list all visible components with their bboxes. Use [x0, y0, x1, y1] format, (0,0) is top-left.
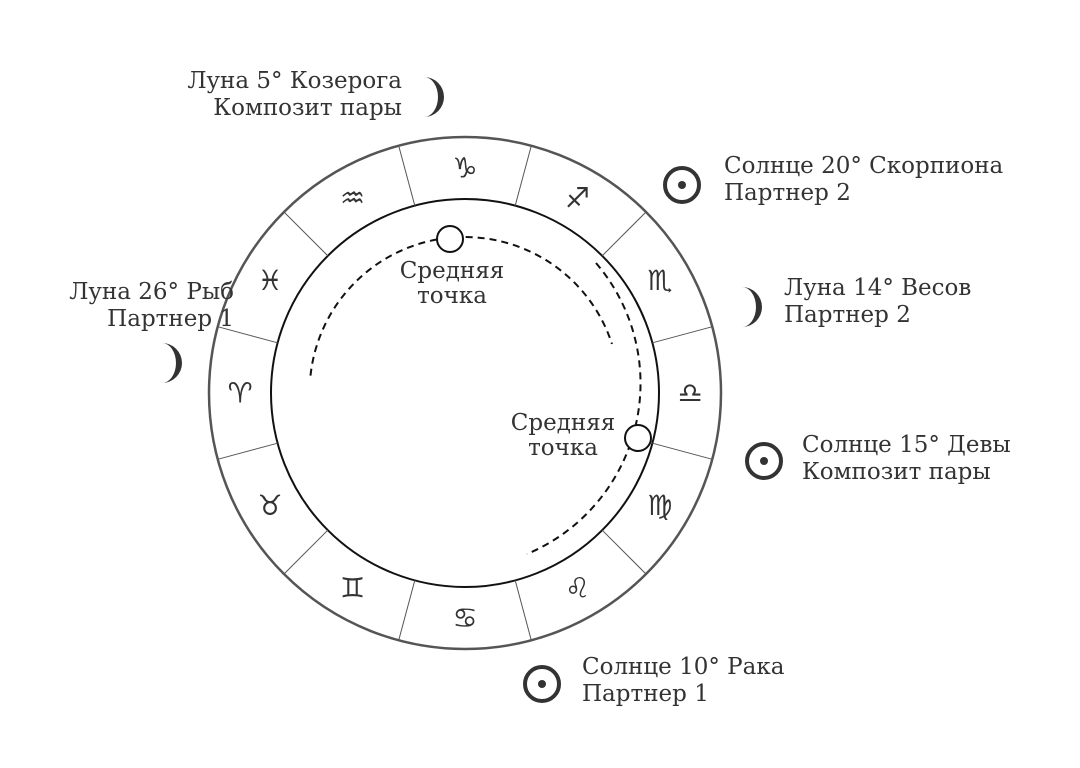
sun-icon — [523, 665, 561, 703]
sign-divider — [398, 580, 416, 641]
planet-label-sun-composite: Солнце 15° Девы Композит пары — [802, 432, 1011, 485]
sign-divider — [398, 145, 416, 206]
planet-label-sun-partner1: Солнце 10° Рака Партнер 1 — [582, 654, 785, 707]
sign-glyph-taurus: ♉︎ — [258, 489, 283, 522]
sign-glyph-capricorn: ♑︎ — [452, 152, 477, 185]
sign-dividers — [217, 145, 713, 641]
midpoint-label-suns: Средняя точка — [510, 410, 616, 461]
sign-divider — [601, 211, 647, 257]
moon-icon — [742, 287, 762, 327]
sign-divider — [217, 326, 278, 344]
sign-glyph-cancer: ♋︎ — [452, 602, 477, 635]
sign-glyph-virgo: ♍︎ — [647, 489, 672, 522]
sign-glyph-gemini: ♊︎ — [340, 571, 365, 604]
sign-glyph-aries: ♈︎ — [227, 377, 252, 410]
midpoint-arc-suns — [526, 262, 642, 555]
sign-glyph-pisces: ♓︎ — [258, 264, 283, 297]
planet-label-moon-composite: Луна 5° Козерога Композит пары — [187, 68, 402, 121]
sign-divider — [217, 442, 278, 460]
sign-divider — [514, 580, 532, 641]
sign-glyph-aquarius: ♒︎ — [340, 182, 365, 215]
sign-divider — [652, 326, 713, 344]
sign-glyph-leo: ♌︎ — [565, 571, 590, 604]
planet-label-sun-partner2: Солнце 20° Скорпиона Партнер 2 — [724, 153, 1004, 206]
sign-divider — [283, 211, 329, 257]
sun-icon — [745, 442, 783, 480]
sign-divider — [283, 529, 329, 575]
sun-icon — [663, 166, 701, 204]
sign-glyph-sagittarius: ♐︎ — [565, 182, 590, 215]
zodiac-inner-ring — [270, 198, 660, 588]
sign-divider — [514, 145, 532, 206]
moon-icon — [424, 77, 444, 117]
sign-glyphs: ♈︎ ♉︎ ♊︎ ♋︎ ♌︎ ♍︎ ♎︎ ♏︎ ♐︎ ♑︎ ♒︎ ♓︎ — [227, 152, 702, 635]
moon-icon — [162, 343, 182, 383]
sign-divider — [652, 442, 713, 460]
midpoint-marker-suns — [624, 424, 652, 452]
sign-divider — [601, 529, 647, 575]
sign-glyph-libra: ♎︎ — [677, 377, 702, 410]
sign-glyph-scorpio: ♏︎ — [647, 264, 672, 297]
zodiac-outer-ring — [207, 135, 723, 651]
midpoint-label-moons: Средняя точка — [399, 258, 505, 309]
planet-label-moon-partner2: Луна 14° Весов Партнер 2 — [784, 275, 972, 328]
planet-label-moon-partner1: Луна 26° Рыб Партнер 1 — [69, 279, 234, 332]
midpoint-marker-moons — [436, 225, 464, 253]
